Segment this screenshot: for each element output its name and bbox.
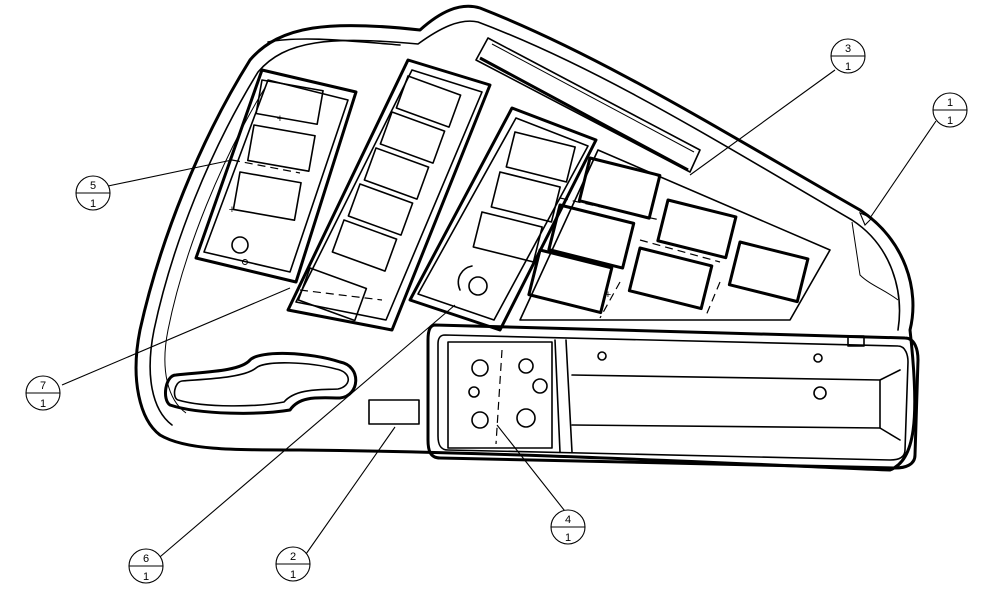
balloon-2-number: 2 xyxy=(290,551,296,563)
balloon-4-qty: 1 xyxy=(565,532,571,544)
balloon-1: 1 1 xyxy=(932,92,968,128)
plus-mark: + xyxy=(277,113,283,125)
balloon-5: 5 1 xyxy=(75,175,111,211)
housing-outline xyxy=(134,4,917,472)
control-plate-4 xyxy=(447,341,553,449)
top-cover-bar xyxy=(475,37,701,173)
balloon-6-qty: 1 xyxy=(143,571,149,583)
minus-mark: – xyxy=(767,289,774,301)
balloon-4: 4 1 xyxy=(550,509,586,545)
switch-panel-5: + + xyxy=(194,68,358,284)
balloon-3: 3 1 xyxy=(830,38,866,74)
rocker-cluster: + – xyxy=(519,149,831,321)
cup-slot xyxy=(163,352,358,415)
balloon-3-number: 3 xyxy=(845,43,851,55)
balloon-1-number: 1 xyxy=(947,97,953,109)
balloon-2: 2 1 xyxy=(275,546,311,582)
leader-lines xyxy=(61,69,937,565)
balloon-6-number: 6 xyxy=(143,553,149,565)
balloon-3-qty: 1 xyxy=(845,61,851,73)
balloon-2-qty: 1 xyxy=(290,569,296,581)
plus-mark: + xyxy=(229,204,235,216)
switch-panel-7 xyxy=(286,58,492,332)
balloon-7-number: 7 xyxy=(40,380,46,392)
balloon-5-qty: 1 xyxy=(90,198,96,210)
label-plate xyxy=(368,399,420,425)
balloon-1-qty: 1 xyxy=(947,115,953,127)
balloon-4-number: 4 xyxy=(565,514,571,526)
switch-panel-6 xyxy=(408,106,598,332)
tray-recess xyxy=(426,323,920,470)
balloon-6: 6 1 xyxy=(128,548,164,584)
plus-mark: + xyxy=(605,289,611,301)
balloon-7: 7 1 xyxy=(25,375,61,411)
balloon-7-qty: 1 xyxy=(40,398,46,410)
balloon-5-number: 5 xyxy=(90,180,96,192)
